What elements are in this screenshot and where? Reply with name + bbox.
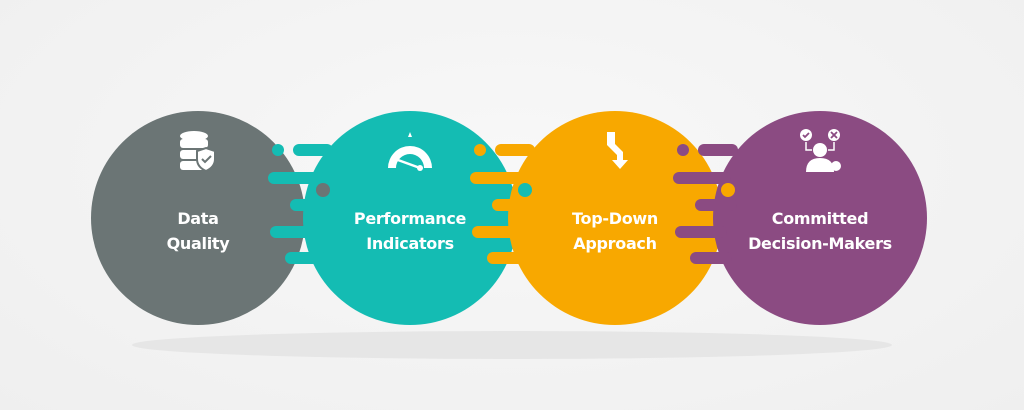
drip-pill	[492, 199, 534, 211]
drip-dot	[677, 144, 689, 156]
database-shield-icon	[168, 126, 228, 176]
drip-pill	[268, 172, 326, 184]
drip-pill	[470, 172, 528, 184]
drip-dot	[474, 144, 486, 156]
drip-pill	[675, 226, 727, 238]
label-line2: Quality	[166, 234, 230, 253]
label-line2: Decision-Makers	[748, 234, 892, 253]
drip-pill	[293, 144, 333, 156]
drip-pill	[472, 226, 524, 238]
label-line1: Top-Down	[572, 209, 658, 228]
speedometer-icon	[380, 126, 440, 176]
label-line1: Data	[177, 209, 219, 228]
circle-1	[303, 111, 517, 325]
circle-2	[508, 111, 722, 325]
drip-pill	[673, 172, 731, 184]
drip-pill	[270, 226, 322, 238]
drip-pill	[290, 199, 332, 211]
label-line2: Indicators	[366, 234, 454, 253]
label-line2: Approach	[573, 234, 657, 253]
shadow	[132, 331, 892, 359]
drip-pill	[698, 144, 738, 156]
drip-pill	[285, 252, 327, 264]
drip-dot	[518, 183, 532, 197]
drip-pill	[487, 252, 529, 264]
circle-3	[713, 111, 927, 325]
down-arrow-icon	[585, 126, 645, 176]
drip-pill	[690, 252, 732, 264]
drip-dot	[316, 183, 330, 197]
drip-dot	[272, 144, 284, 156]
drip-pill	[495, 144, 535, 156]
label-line1: Committed	[771, 209, 869, 228]
drip-pill	[695, 199, 737, 211]
decision-maker-icon	[790, 126, 850, 176]
drip-dot	[721, 183, 735, 197]
circle-0	[91, 111, 305, 325]
label-line1: Performance	[353, 209, 467, 228]
